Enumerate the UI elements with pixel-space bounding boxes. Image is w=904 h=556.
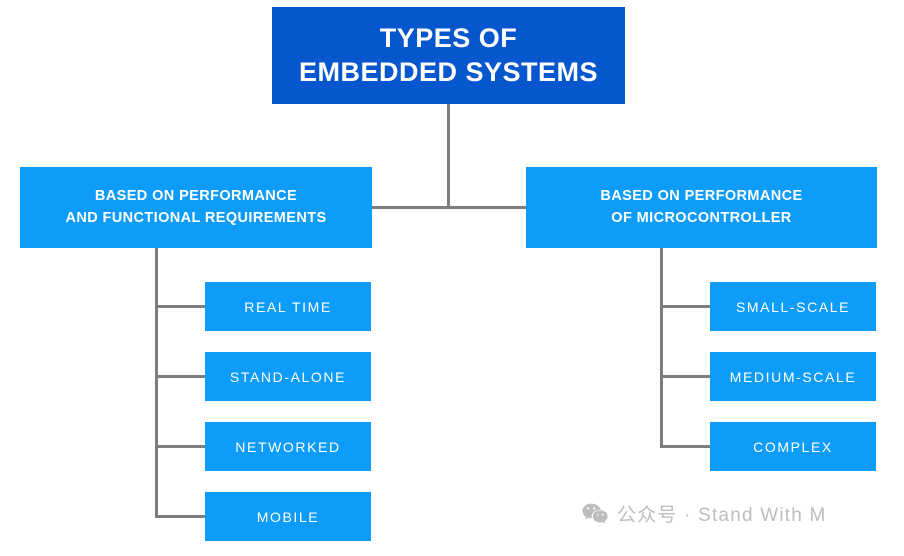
connector-branch-bus <box>372 206 527 209</box>
connector-left-child-2 <box>155 375 207 378</box>
leaf-node-complex[interactable]: COMPLEX <box>710 422 876 471</box>
branch-node-based-on-performance-of-microcontroller[interactable]: BASED ON PERFORMANCE OF MICROCONTROLLER <box>526 167 877 248</box>
connector-right-child-3 <box>660 445 712 448</box>
root-node-types-of-embedded-systems[interactable]: TYPES OF EMBEDDED SYSTEMS <box>272 7 625 104</box>
watermark: 公众号 · Stand With M <box>582 500 827 527</box>
connector-right-child-2 <box>660 375 712 378</box>
leaf-node-medium-scale[interactable]: MEDIUM-SCALE <box>710 352 876 401</box>
leaf-node-mobile[interactable]: MOBILE <box>205 492 371 541</box>
leaf-node-networked-label: NETWORKED <box>235 438 341 455</box>
leaf-node-real-time-label: REAL TIME <box>244 298 332 315</box>
branch-node-based-on-performance-and-functional-requirements[interactable]: BASED ON PERFORMANCE AND FUNCTIONAL REQU… <box>20 167 372 248</box>
leaf-node-real-time[interactable]: REAL TIME <box>205 282 371 331</box>
branch-right-line-1: BASED ON PERFORMANCE <box>600 188 803 205</box>
leaf-node-small-scale-label: SMALL-SCALE <box>735 298 851 315</box>
watermark-text: 公众号 · Stand With M <box>617 505 827 526</box>
leaf-node-stand-alone-label: STAND-ALONE <box>229 368 347 385</box>
connector-right-trunk <box>660 248 663 448</box>
leaf-node-stand-alone[interactable]: STAND-ALONE <box>205 352 371 401</box>
branch-left-line-1: BASED ON PERFORMANCE <box>94 188 298 205</box>
wechat-icon <box>582 503 608 525</box>
leaf-node-complex-label: COMPLEX <box>753 438 833 455</box>
connector-root-stem <box>447 104 450 209</box>
leaf-node-small-scale[interactable]: SMALL-SCALE <box>710 282 876 331</box>
connector-left-trunk <box>155 248 158 518</box>
leaf-node-medium-scale-label: MEDIUM-SCALE <box>729 368 857 385</box>
connector-left-child-1 <box>155 305 207 308</box>
connector-left-child-3 <box>155 445 207 448</box>
root-node-line-1: TYPES OF <box>379 22 518 53</box>
connector-right-child-1 <box>660 305 712 308</box>
connector-left-child-4 <box>155 515 207 518</box>
branch-left-line-2: AND FUNCTIONAL REQUIREMENTS <box>65 209 327 226</box>
leaf-node-networked[interactable]: NETWORKED <box>205 422 371 471</box>
root-node-line-2: EMBEDDED SYSTEMS <box>298 56 599 87</box>
leaf-node-mobile-label: MOBILE <box>256 508 320 525</box>
branch-right-line-2: OF MICROCONTROLLER <box>611 209 792 226</box>
